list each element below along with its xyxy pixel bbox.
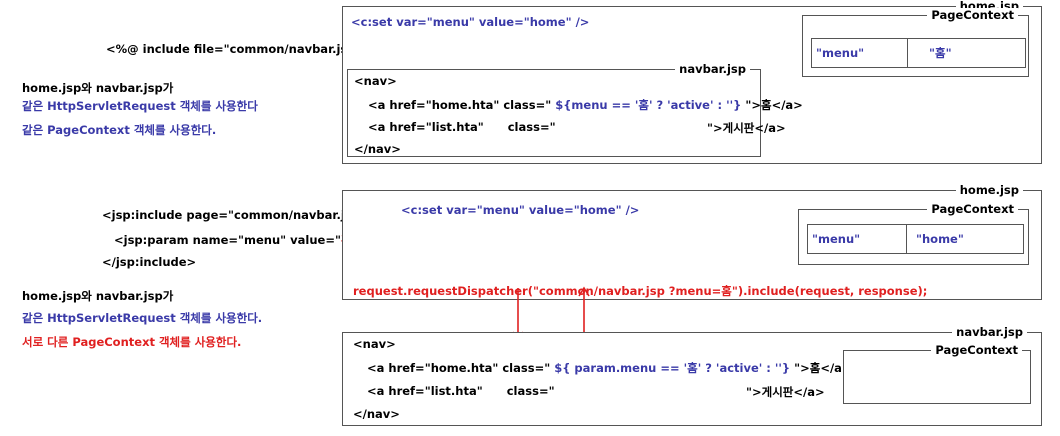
bottom-navbar-pagecontext-box: PageContext [843, 343, 1031, 404]
bottom-anchor-home-expr: ${ param.menu == '홈' ? 'active' : ''} [554, 361, 791, 375]
bottom-nav-open: <nav> [353, 337, 396, 351]
bottom-anchor-home: <a href="home.hta" class=" ${ param.menu… [367, 360, 852, 376]
top-pagecontext-label: PageContext [927, 8, 1018, 22]
jsp-param: <jsp:param name="menu" value="홈" /> [114, 232, 375, 248]
jsp-include-open: <jsp:include page="common/navbar.jsp"> [102, 208, 376, 222]
bottom-pagecontext-label: PageContext [927, 202, 1018, 216]
bottom-pagecontext-entry: "menu" "home" [807, 224, 1024, 254]
bottom-pc-divider [906, 225, 907, 253]
top-pc-divider [907, 39, 908, 67]
jsp-param-start: <jsp:param name="menu" value=" [114, 233, 341, 247]
bottom-pc-key: "menu" [812, 232, 861, 246]
bottom-anchor-home-start: <a href="home.hta" class=" [367, 361, 551, 375]
bottom-note-request: 같은 HttpServletRequest 객체를 사용한다. [22, 311, 263, 325]
top-pc-value: "홈" [929, 46, 952, 60]
top-anchor-home-start: <a href="home.hta" class=" [368, 98, 552, 112]
bottom-note-title: home.jsp와 navbar.jsp가 [22, 289, 174, 303]
top-note-request: 같은 HttpServletRequest 객체를 사용한다 [22, 99, 258, 113]
bottom-note-pagecontext: 서로 다른 PageContext 객체를 사용한다. [22, 335, 242, 349]
bottom-home-jsp-label: home.jsp [955, 183, 1023, 197]
bottom-anchor-home-end: ">홈</a> [794, 361, 852, 375]
bottom-home-jsp-box: home.jsp <c:set var="menu" value="home" … [342, 183, 1042, 300]
top-anchor-list-start: <a href="list.hta" class=" [368, 120, 556, 134]
top-note-pagecontext: 같은 PageContext 객체를 사용한다. [22, 123, 217, 137]
top-pagecontext-box: PageContext "menu" "홈" [802, 8, 1029, 77]
top-navbar-jsp-label: navbar.jsp [675, 62, 750, 76]
bottom-navbar-jsp-label: navbar.jsp [952, 325, 1027, 339]
top-pagecontext-entry: "menu" "홈" [811, 38, 1026, 68]
top-nav-close: </nav> [354, 142, 401, 156]
bottom-cset-statement: <c:set var="menu" value="home" /> [401, 203, 640, 217]
top-anchor-home: <a href="home.hta" class=" ${menu == '홈'… [368, 97, 803, 113]
top-navbar-jsp-box: navbar.jsp <nav> <a href="home.hta" clas… [347, 62, 803, 157]
top-home-jsp-box: home.jsp <c:set var="menu" value="home" … [342, 0, 1042, 164]
bottom-navbar-pagecontext-label: PageContext [931, 343, 1022, 357]
top-note-title: home.jsp와 navbar.jsp가 [22, 81, 174, 95]
bottom-nav-close: </nav> [353, 407, 400, 421]
top-anchor-list-end: ">게시판</a> [707, 121, 786, 135]
bottom-anchor-list-end: ">게시판</a> [746, 385, 825, 399]
request-dispatcher-call: request.requestDispatcher("common/navbar… [353, 284, 928, 298]
top-cset-statement: <c:set var="menu" value="home" /> [351, 15, 590, 29]
arrow-up-head [578, 286, 590, 297]
bottom-anchor-list-start: <a href="list.hta" class=" [367, 384, 555, 398]
top-nav-open: <nav> [354, 74, 397, 88]
top-anchor-home-end: ">홈</a> [745, 98, 803, 112]
bottom-navbar-jsp-box: navbar.jsp <nav> <a href="home.hta" clas… [342, 325, 1042, 426]
include-directive: <%@ include file="common/navbar.jsp" %> [106, 42, 387, 56]
jsp-include-close: </jsp:include> [102, 255, 197, 269]
bottom-pc-value: "home" [916, 232, 964, 246]
top-anchor-home-expr: ${menu == '홈' ? 'active' : ''} [555, 98, 742, 112]
top-pc-key: "menu" [816, 46, 865, 60]
bottom-pagecontext-box: PageContext "menu" "home" [798, 202, 1029, 265]
